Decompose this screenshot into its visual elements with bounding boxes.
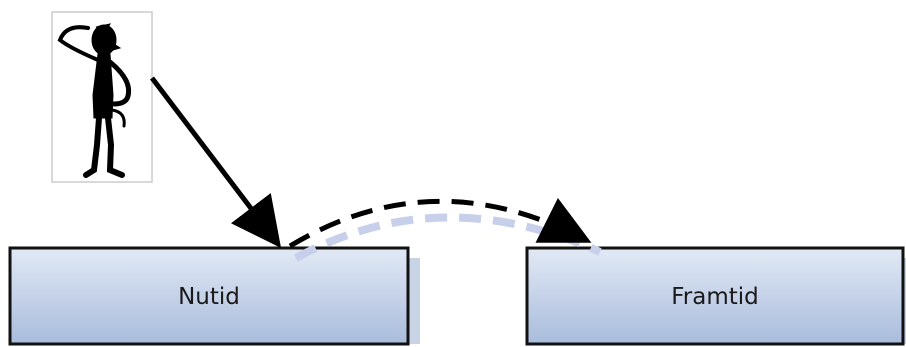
thinking-stick-figure-icon [57, 23, 132, 178]
dashed-arrow-shadow [294, 213, 602, 262]
present-box-label: Nutid [178, 284, 240, 310]
thinking-figure [51, 11, 153, 183]
future-box: Framtid [525, 246, 905, 346]
future-box-label: Framtid [671, 284, 759, 310]
present-to-future-arrow [288, 197, 592, 249]
figure-to-present-arrow [150, 76, 282, 248]
present-box-rect [8, 246, 410, 346]
present-box: Nutid [8, 246, 410, 346]
future-box-rect [525, 246, 905, 346]
